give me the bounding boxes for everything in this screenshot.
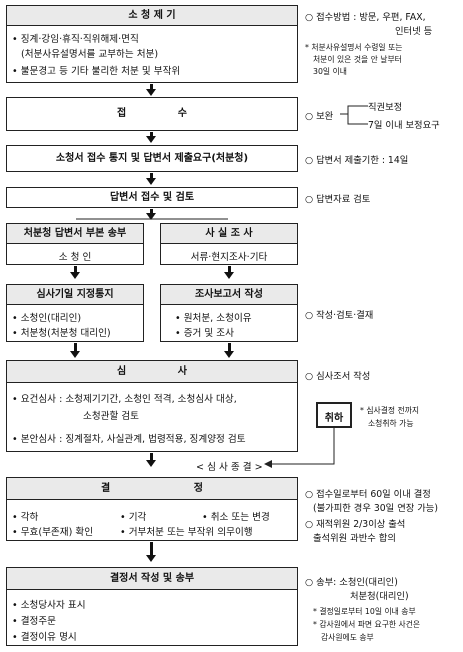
decision-document-item: • 소청당사자 표시 [12,600,86,611]
flow-arrow [146,84,156,96]
step-investigation-report-item: • 원처분, 소청이유 [175,313,252,324]
withdraw-box: 취하 [316,402,352,428]
branch-connector [76,218,228,220]
flow-arrow [146,173,156,185]
delivery-small-note: * 감사원에서 파면 요구한 사건은 [313,620,421,629]
withdraw-note: 소청취하 가능 [368,419,414,428]
answer-review-note: ○ 답변자료 검토 [305,194,371,205]
step-fact-finding-sub: 서류·현지조사·기타 [190,252,268,263]
decision-option: • 거부처분 또는 부작위 의무이행 [120,527,253,538]
step-hearing-notice-title: 심사기일 지정통지 [7,285,143,305]
review-record-note: ○ 심사조서 작성 [305,371,371,382]
withdraw-connector [264,428,335,468]
step-investigation-report-item: • 증거 및 조사 [175,328,234,339]
answer-deadline-note: ○ 답변서 제출기한 : 14일 [305,155,409,166]
decision-option: • 각하 [12,512,39,523]
step-hearing-notice-item: • 처분청(처분청 대리인) [12,328,111,339]
withdraw-note: * 심사결정 전까지 [360,406,420,415]
decision-option: • 취소 또는 변경 [202,512,270,523]
report-process-note: ○ 작성·검토·결재 [305,310,374,321]
step-complaint-filing-item: • 불문경고 등 기타 불리한 처분 및 부작위 [12,66,181,77]
step-receipt: 접 수 [6,97,298,131]
delivery-note: 처분청(대리인) [350,591,409,602]
step-review-item: • 요건심사 : 소청제기기간, 소청인 적격, 소청심사 대상, [12,394,237,405]
supplement-note: ○ 보완 [305,111,334,122]
step-decision-document-title: 결정서 작성 및 송부 [7,568,297,590]
decision-note: ○ 재적위원 2/3이상 출석 [305,519,406,530]
decision-option: • 기각 [120,512,147,523]
step-investigation-report: 조사보고서 작성 • 원처분, 소청이유 • 증거 및 조사 [160,284,298,342]
delivery-note: ○ 송부: 소청인(대리인) [305,577,398,588]
filing-deadline-note: 처분이 있은 것을 안 날부터 [313,55,402,64]
step-hearing-notice: 심사기일 지정통지 • 소청인(대리인) • 처분청(처분청 대리인) [6,284,144,342]
withdraw-label: 취하 [324,413,344,424]
delivery-small-note: * 결정일로부터 10일 이내 송부 [313,607,416,616]
step-send-copy-title: 처분청 답변서 부본 송부 [7,224,143,244]
step-answer-review-title: 답변서 접수 및 검토 [109,192,195,203]
filing-deadline-note: 30일 이내 [313,67,347,76]
delivery-small-note: 감사원에도 송부 [321,633,374,642]
supplement-option: 직권보정 [368,102,403,113]
flow-arrow [146,453,156,467]
filing-deadline-note: * 처분사유설명서 수령일 또는 [305,43,403,52]
decision-note: (불가피한 경우 30일 연장 가능) [313,503,438,514]
decision-option: • 무효(부존재) 확인 [12,527,94,538]
step-fact-finding: 사 실 조 사 서류·현지조사·기타 [160,223,298,265]
decision-document-item: • 결정주문 [12,616,57,627]
step-notice-request-title: 소청서 접수 통지 및 답변서 제출요구(처분청) [55,153,249,164]
step-fact-finding-title: 사 실 조 사 [161,224,297,244]
step-complaint-filing: 소 청 제 기 • 징계·강임·휴직·직위해제·면직 (처분사유설명서를 교부하… [6,5,298,83]
step-review-item: 소청관할 검토 [83,411,140,422]
decision-note: ○ 접수일로부터 60일 이내 결정 [305,489,431,500]
step-decision-document: 결정서 작성 및 송부 • 소청당사자 표시 • 결정주문 • 결정이유 명시 [6,567,298,646]
flow-arrow [146,542,156,562]
flow-arrow [70,266,80,279]
step-review-title: 심 사 [7,361,297,383]
step-hearing-notice-item: • 소청인(대리인) [12,313,82,324]
filing-method-note: ○ 접수방법 : 방문, 우편, FAX, [305,12,426,23]
supplement-branch [340,105,368,125]
decision-document-item: • 결정이유 명시 [12,632,77,643]
step-decision-title: 결 정 [7,478,297,500]
filing-method-note: 인터넷 등 [395,26,433,37]
step-answer-review: 답변서 접수 및 검토 [6,187,298,208]
flow-arrow [146,209,156,220]
supplement-option: 7일 이내 보정요구 [368,120,440,131]
step-review: 심 사 • 요건심사 : 소청제기기간, 소청인 적격, 소청심사 대상, 소청… [6,360,298,452]
flow-arrow [224,343,234,358]
step-complaint-filing-item: (처분사유설명서를 교부하는 처분) [21,49,159,60]
step-complaint-filing-title: 소 청 제 기 [7,6,297,26]
step-decision: 결 정 • 각하 • 기각 • 취소 또는 변경 • 무효(부존재) 확인 • … [6,477,298,541]
step-notice-request: 소청서 접수 통지 및 답변서 제출요구(처분청) [6,145,298,172]
step-complaint-filing-item: • 징계·강임·휴직·직위해제·면직 [12,34,139,45]
review-end-label: < 심 사 종 결 > [196,462,263,473]
step-send-copy-sub: 소 청 인 [58,252,92,263]
flow-arrow [70,343,80,358]
step-review-item: • 본안심사 : 징계절차, 사실관계, 법령적용, 징계양정 검토 [12,434,246,445]
flow-arrow [146,132,156,143]
step-investigation-report-title: 조사보고서 작성 [161,285,297,305]
step-send-copy: 처분청 답변서 부본 송부 소 청 인 [6,223,144,265]
flow-arrow [224,266,234,279]
step-receipt-title: 접 수 [117,108,187,119]
decision-note: 출석위원 과반수 합의 [313,533,396,544]
